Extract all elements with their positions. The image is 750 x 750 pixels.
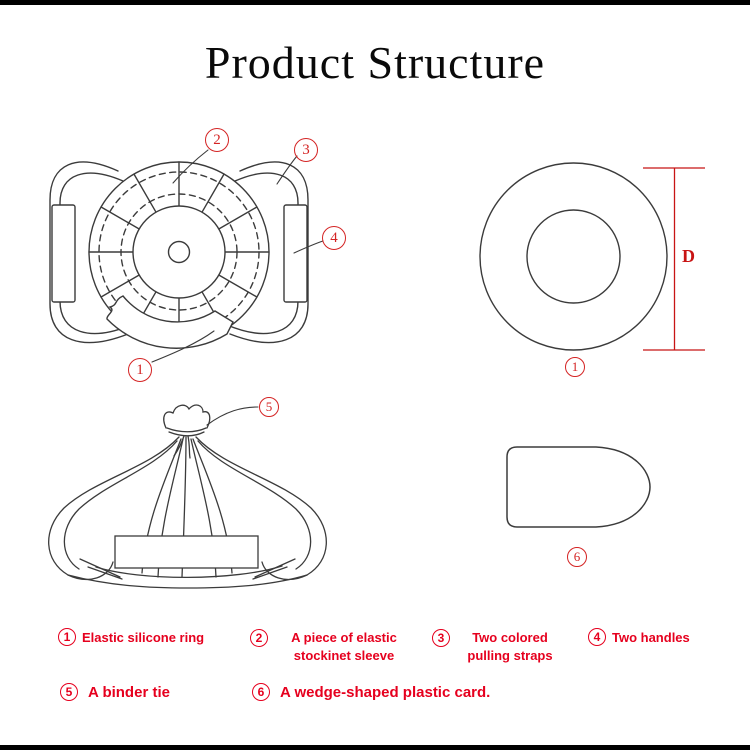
ring-top-view: [479, 162, 668, 351]
leader-to-ring: [151, 330, 215, 363]
ring-band: [106, 295, 234, 349]
dimension-label: D: [682, 246, 695, 266]
legend-badge-4: 4: [588, 628, 606, 646]
legend-label-5: A binder tie: [88, 684, 170, 701]
binder-tie-cinch: [166, 427, 207, 433]
leader-to-tie: [206, 406, 259, 426]
balloon-5-binder-tie: 5: [259, 397, 279, 417]
bag-right-petal: [195, 436, 327, 580]
ring-inner-circle: [526, 209, 621, 304]
legend-label-1: Elastic silicone ring: [82, 630, 205, 645]
handle-right-shape: [283, 204, 308, 303]
bag-label-rect: [114, 535, 259, 569]
balloon-1-ring: 1: [128, 358, 152, 382]
sleeve-hub: [132, 205, 226, 299]
leader-to-straps: [276, 155, 298, 185]
leader-lines: [151, 149, 324, 363]
legend-label-6: A wedge-shaped plastic card.: [280, 684, 491, 701]
legend-label-3: Two colored pulling straps: [467, 630, 553, 663]
ring-outer-circle: [479, 162, 668, 351]
bag-fold-right: [252, 558, 296, 580]
bag-fold-left: [79, 558, 123, 580]
assembled-device-diagram: [49, 149, 324, 363]
legend-label-2: A piece of elastic stockinet sleeve: [291, 630, 397, 663]
bag-left-petal: [48, 436, 180, 580]
legend-badge-2: 2: [250, 629, 268, 647]
legend-badge-6: 6: [252, 683, 270, 701]
top-edge-bar: [0, 0, 750, 5]
balloon-6-card: 6: [567, 547, 587, 567]
balloon-4-handle: 4: [322, 226, 346, 250]
handle-left-shape: [51, 204, 76, 303]
bag-diagram: [48, 404, 327, 589]
balloon-2-sleeve: 2: [205, 128, 229, 152]
legend-badge-1: 1: [58, 628, 76, 646]
page-title: Product Structure: [204, 37, 546, 88]
leader-to-handle: [293, 240, 324, 254]
center-hole: [167, 240, 191, 264]
legend-label-4: Two handles: [612, 630, 690, 645]
balloon-3-straps: 3: [294, 138, 318, 162]
bottom-edge-bar: [0, 745, 750, 750]
card-shape: [506, 446, 651, 528]
legend-badge-5: 5: [60, 683, 78, 701]
bag-crumpled-top: [163, 404, 211, 429]
tie-tail-right: [187, 435, 191, 459]
legend-badge-3: 3: [432, 629, 450, 647]
dimension-lines: [643, 167, 705, 351]
balloon-1-ring-top-view: 1: [565, 357, 585, 377]
leader-to-sleeve: [172, 149, 209, 184]
bag-bottom-hem: [67, 574, 308, 589]
